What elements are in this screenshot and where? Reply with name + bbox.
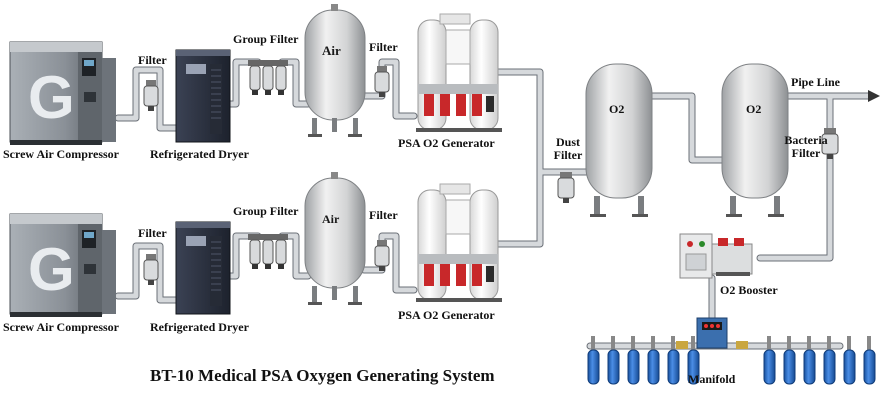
group-filter-bottom bbox=[248, 234, 288, 269]
cylinder-icon bbox=[607, 336, 620, 385]
cylinder-icon bbox=[803, 336, 816, 385]
filter-icon bbox=[143, 80, 159, 111]
air-tank-label: Air bbox=[322, 43, 341, 58]
manifold-label: Manifold bbox=[688, 372, 736, 386]
screw-air-compressor-label: Screw Air Compressor bbox=[3, 147, 119, 161]
manifold bbox=[676, 317, 748, 349]
filter-label: Filter bbox=[369, 208, 398, 222]
filter-icon bbox=[248, 60, 288, 95]
o2-tank-label: O2 bbox=[609, 102, 625, 116]
psa-o2-generator-label: PSA O2 Generator bbox=[398, 308, 495, 322]
refrigerated-dryer-bottom bbox=[175, 221, 231, 315]
o2-tank-icon bbox=[585, 63, 653, 217]
cylinder-icon bbox=[763, 336, 776, 385]
screw-air-compressor-bottom: G bbox=[9, 213, 116, 317]
o2-booster-label: O2 Booster bbox=[720, 283, 778, 297]
generator-icon bbox=[416, 13, 502, 132]
cylinder-icon bbox=[823, 336, 836, 385]
o2-booster bbox=[679, 233, 753, 279]
refrigerated-dryer-label: Refrigerated Dryer bbox=[150, 320, 249, 334]
o2-tank-label: O2 bbox=[746, 102, 762, 116]
air-tank-icon bbox=[304, 172, 366, 305]
booster-icon bbox=[679, 233, 753, 279]
filter-icon bbox=[143, 254, 159, 285]
psa-o2-generator-label: PSA O2 Generator bbox=[398, 136, 495, 150]
compressor-icon: G bbox=[9, 41, 116, 145]
svg-text:G: G bbox=[28, 236, 75, 303]
filter-icon bbox=[557, 172, 575, 203]
filter-icon bbox=[374, 66, 390, 97]
filter-icon bbox=[374, 240, 390, 271]
diagram-title: BT-10 Medical PSA Oxygen Generating Syst… bbox=[150, 366, 495, 385]
psa-o2-generator-bottom bbox=[416, 183, 502, 302]
filter-label: Filter bbox=[369, 40, 398, 54]
dust-filter-label-line2: Filter bbox=[553, 148, 583, 162]
screw-air-compressor-top: G bbox=[9, 41, 116, 145]
filter-icon bbox=[821, 128, 839, 159]
group-filter-label: Group Filter bbox=[233, 204, 299, 218]
refrigerated-dryer-top bbox=[175, 49, 231, 143]
cylinder-icon bbox=[647, 336, 660, 385]
dust-filter bbox=[557, 172, 575, 203]
group-filter-top bbox=[248, 60, 288, 95]
air-tank-top bbox=[304, 4, 366, 137]
cylinder-icon bbox=[627, 336, 640, 385]
psa-o2-generator-top bbox=[416, 13, 502, 132]
oxygen-cylinders bbox=[587, 336, 876, 385]
air-tank-label: Air bbox=[322, 212, 340, 226]
dryer-icon bbox=[175, 49, 231, 143]
compressor-icon: G bbox=[9, 213, 116, 317]
dust-filter-label: Dust Filter bbox=[548, 136, 588, 162]
cylinder-icon bbox=[587, 336, 600, 385]
bacteria-filter-label-line2: Filter bbox=[791, 146, 821, 160]
o2-tank-2 bbox=[721, 63, 789, 217]
o2-tank-1 bbox=[585, 63, 653, 217]
bacteria-filter bbox=[821, 128, 839, 159]
svg-text:G: G bbox=[28, 64, 75, 131]
cylinder-icon bbox=[843, 336, 856, 385]
air-tank-icon bbox=[304, 4, 366, 137]
manifold-icon bbox=[676, 317, 748, 349]
pipe-line-label: Pipe Line bbox=[791, 75, 841, 89]
cylinder-icon bbox=[667, 336, 680, 385]
cylinder-icon bbox=[863, 336, 876, 385]
refrigerated-dryer-label: Refrigerated Dryer bbox=[150, 147, 249, 161]
group-filter-label: Group Filter bbox=[233, 32, 299, 46]
air-tank-bottom bbox=[304, 172, 366, 305]
cylinder-icon bbox=[687, 336, 700, 385]
dryer-icon bbox=[175, 221, 231, 315]
screw-air-compressor-label: Screw Air Compressor bbox=[3, 320, 119, 334]
filter-label: Filter bbox=[138, 53, 167, 67]
cylinder-icon bbox=[783, 336, 796, 385]
dust-filter-label-line1: Dust bbox=[555, 135, 580, 149]
filter-icon bbox=[248, 234, 288, 269]
bacteria-filter-label-line1: Bacteria bbox=[784, 133, 828, 147]
o2-tank-icon bbox=[721, 63, 789, 217]
bacteria-filter-label: Bacteria Filter bbox=[783, 134, 829, 160]
filter-label: Filter bbox=[138, 226, 167, 240]
generator-icon bbox=[416, 183, 502, 302]
